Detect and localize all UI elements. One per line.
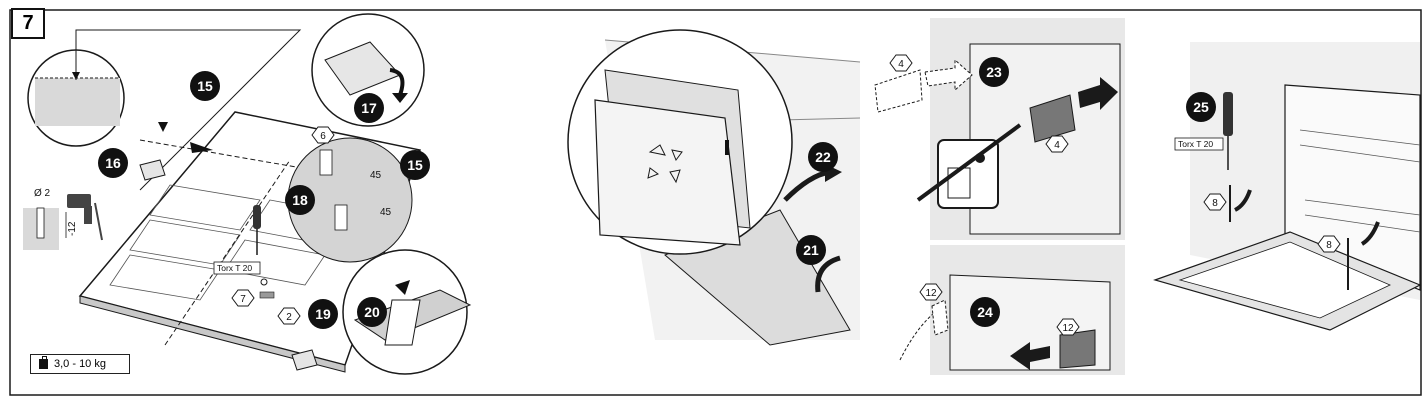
callout-25: 25 xyxy=(1193,99,1209,115)
frame xyxy=(9,9,1422,396)
tool-label-left: Torx T 20 xyxy=(217,263,252,273)
tool-label-right: Torx T 20 xyxy=(1178,139,1213,149)
callout-21: 21 xyxy=(803,242,819,258)
part-4-left: 4 xyxy=(898,59,904,70)
callout-16: 16 xyxy=(105,155,121,171)
part-8-right: 8 xyxy=(1326,240,1332,251)
callout-15-right: 15 xyxy=(407,157,423,173)
part-6: 6 xyxy=(320,131,326,142)
callout-19: 19 xyxy=(315,306,331,322)
drill-icon xyxy=(67,194,91,208)
part-markers xyxy=(231,54,1341,336)
callout-24: 24 xyxy=(977,304,993,320)
drill-depth-label: -12 xyxy=(67,221,78,236)
screwdriver-icon-right xyxy=(1223,92,1233,136)
weight-box: 3,0 - 10 kg xyxy=(30,354,130,374)
drill-diameter-label: Ø 2 xyxy=(34,188,51,199)
screwdriver-icon xyxy=(253,205,261,229)
part-2: 2 xyxy=(286,312,292,323)
angle-label-b: 45 xyxy=(380,207,392,218)
callout-23: 23 xyxy=(986,64,1002,80)
part-12-left: 12 xyxy=(925,288,937,299)
weight-icon xyxy=(39,356,48,369)
callout-15-top: 15 xyxy=(197,78,213,94)
part-12-right: 12 xyxy=(1062,323,1074,334)
angle-label-a: 45 xyxy=(370,170,382,181)
callout-17: 17 xyxy=(361,100,377,116)
step-number: 7 xyxy=(11,8,45,39)
callout-20: 20 xyxy=(364,304,380,320)
weight-label: 3,0 - 10 kg xyxy=(54,358,106,370)
part-7: 7 xyxy=(240,294,246,305)
callout-18: 18 xyxy=(292,192,308,208)
part-8-left: 8 xyxy=(1212,198,1218,209)
callout-markers: 15 15 16 17 18 19 20 21 22 23 24 25 xyxy=(98,57,1216,329)
callout-22: 22 xyxy=(815,149,831,165)
part-4-right: 4 xyxy=(1054,140,1060,151)
edge-detail xyxy=(35,78,120,126)
